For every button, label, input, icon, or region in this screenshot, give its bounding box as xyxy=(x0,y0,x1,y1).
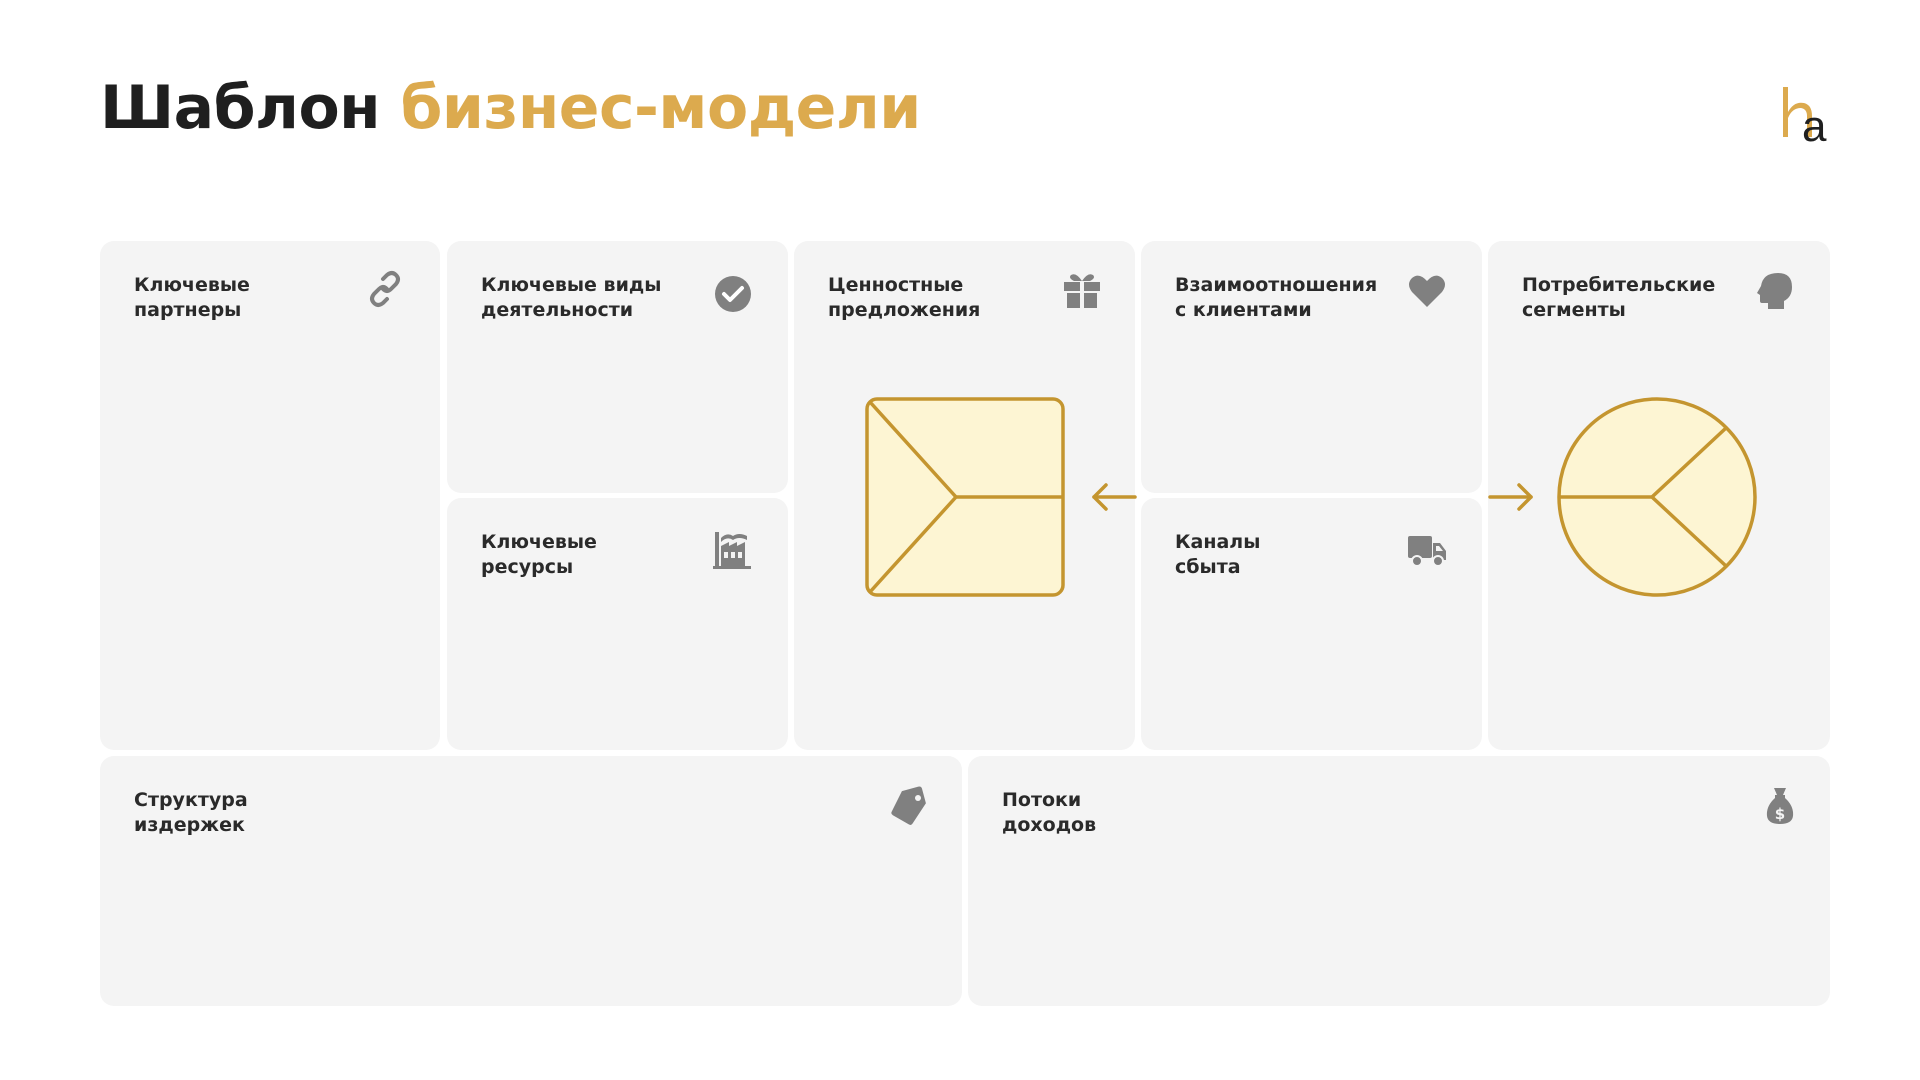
block-customer-relationships: Взаимоотношения с клиентами xyxy=(1141,241,1482,493)
block-key-resources: Ключевые ресурсы xyxy=(447,498,788,750)
value-proposition-diagram xyxy=(865,397,1065,597)
block-key-activities: Ключевые виды деятельности xyxy=(447,241,788,493)
tag-icon xyxy=(891,786,926,825)
block-key-partners: Ключевые партнеры xyxy=(100,241,440,750)
block-channels: Каналы сбыта xyxy=(1141,498,1482,750)
factory-icon xyxy=(713,532,751,569)
check-circle-icon xyxy=(715,276,751,312)
title-accent: бизнес-модели xyxy=(400,73,922,143)
heart-icon xyxy=(1409,275,1445,307)
customer-segments-label: Потребительские сегменты xyxy=(1522,274,1716,321)
cost-structure-label: Структура издержек xyxy=(134,789,248,836)
value-propositions-label: Ценностные предложения xyxy=(828,274,981,321)
channels-label: Каналы сбыта xyxy=(1175,531,1261,578)
truck-icon xyxy=(1408,536,1446,567)
page-title: Шаблон бизнес-модели xyxy=(100,78,921,138)
revenue-streams-label: Потоки доходов xyxy=(1002,789,1097,836)
ha-logo: a xyxy=(1783,87,1827,146)
link-icon xyxy=(370,271,400,307)
key-partners-label: Ключевые партнеры xyxy=(134,274,250,321)
arrow-right-icon xyxy=(1488,483,1533,511)
svg-text:a: a xyxy=(1802,102,1827,146)
key-resources-label: Ключевые ресурсы xyxy=(481,531,597,578)
block-cost-structure: Структура издержек xyxy=(100,756,962,1006)
gift-icon xyxy=(1064,274,1100,308)
customer-segment-diagram xyxy=(1557,397,1757,597)
money-bag-icon: $ xyxy=(1766,788,1794,824)
head-icon xyxy=(1757,273,1792,309)
title-main: Шаблон xyxy=(100,73,381,143)
svg-text:$: $ xyxy=(1775,805,1785,823)
customer-relationships-label: Взаимоотношения с клиентами xyxy=(1175,274,1378,321)
block-revenue-streams: Потоки доходов $ xyxy=(968,756,1830,1006)
key-activities-label: Ключевые виды деятельности xyxy=(481,274,662,321)
arrow-left-icon xyxy=(1092,483,1137,511)
